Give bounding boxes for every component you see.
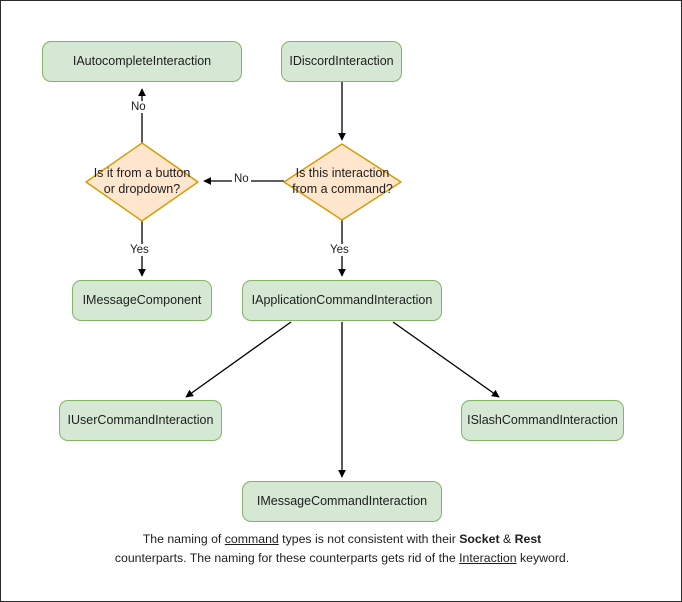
node-decision-from-command[interactable]: Is this interaction from a command? [284,144,401,220]
footnote-line-1-part-a: The naming of [142,532,225,546]
footnote-bold-socket: Socket [459,532,500,546]
node-label: IDiscordInteraction [289,53,394,68]
node-label: Is it from a button or dropdown? [93,166,191,196]
edge-label-command-yes: Yes [328,244,351,256]
node-message-component[interactable]: IMessageComponent [72,280,212,321]
node-decision-button-or-dropdown[interactable]: Is it from a button or dropdown? [86,143,198,221]
footnote-underlined-interaction: Interaction [459,550,517,565]
footnote-bold-rest: Rest [514,532,542,546]
node-discord-interaction[interactable]: IDiscordInteraction [281,41,402,82]
node-label: IAutocompleteInteraction [72,53,212,68]
node-application-command-interaction[interactable]: IApplicationCommandInteraction [242,280,442,321]
node-label: Is this interaction from a command? [292,166,393,196]
edge-label-autocomplete-no: No [129,101,148,113]
node-slash-command-interaction[interactable]: ISlashCommandInteraction [461,400,624,441]
node-message-command-interaction[interactable]: IMessageCommandInteraction [242,481,442,522]
footnote-line-3-part-b: keyword. [516,550,570,565]
node-user-command-interaction[interactable]: IUserCommandInteraction [59,400,222,441]
footnote-text: The naming of command types is not consi… [106,530,578,567]
edge-label-button-yes: Yes [128,244,151,256]
footnote-line-1-part-b: types is not consistent with their [278,532,456,546]
footnote-line-2-rest: counterparts. The naming for these [114,550,306,565]
decision-button-diamond-shape [85,142,199,222]
node-label: IMessageComponent [82,292,202,307]
footnote-ampersand: & [499,532,515,546]
edge-label-command-no: No [232,173,251,185]
node-label: IUserCommandInteraction [67,412,214,427]
decision-command-diamond-shape [283,143,402,221]
node-autocomplete-interaction[interactable]: IAutocompleteInteraction [42,41,242,82]
node-label: IApplicationCommandInteraction [251,292,433,307]
footnote-underlined-command: command [224,532,279,546]
node-label: IMessageCommandInteraction [256,493,428,508]
edge-application-to-slash-command [392,321,500,398]
edge-application-to-user-command [185,321,292,398]
footnote-line-3-part-a: counterparts gets rid of the [309,550,460,565]
node-label: ISlashCommandInteraction [467,412,618,427]
